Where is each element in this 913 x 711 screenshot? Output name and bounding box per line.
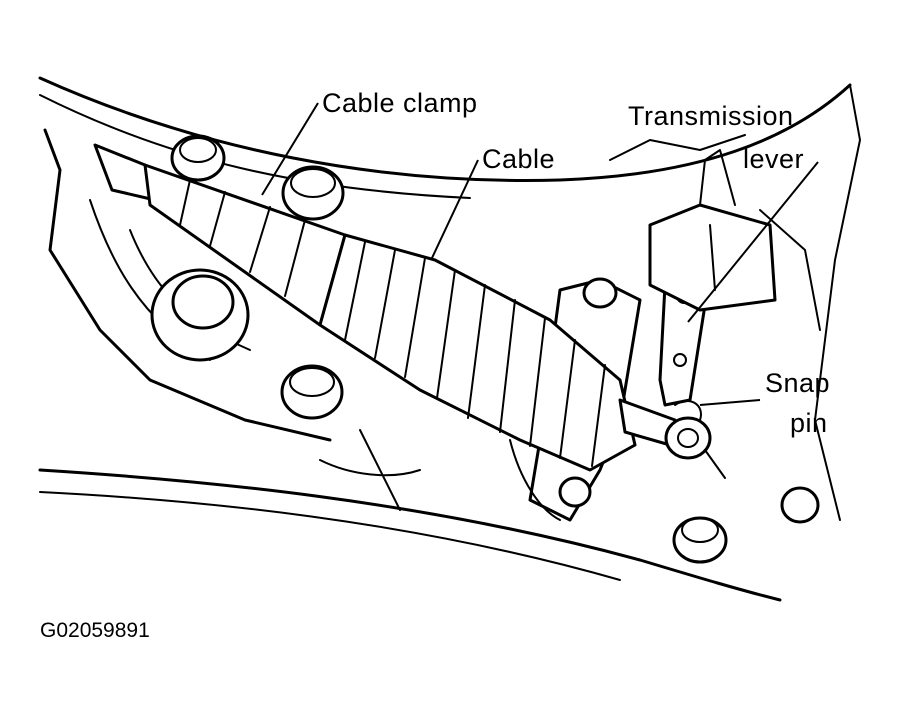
bottom-housing-edge	[38, 468, 782, 602]
label-transmission-lever-line2: lever	[743, 144, 805, 174]
right-housing-detail	[609, 134, 821, 331]
label-snap-pin-line2: pin	[790, 408, 828, 438]
upper-housing-edge	[38, 76, 852, 182]
lever-bracket-detail	[509, 439, 561, 521]
snap-pin	[664, 400, 726, 479]
label-cable: Cable	[482, 144, 556, 174]
bottom-housing-inner	[39, 491, 621, 581]
figure-id: G02059891	[40, 619, 150, 642]
bolt-bracket-bottom	[558, 476, 592, 508]
left-casting-edge	[43, 128, 332, 442]
leader-cable-clamp	[261, 102, 319, 196]
label-cable-clamp: Cable clamp	[322, 88, 478, 118]
upper-housing-inner	[39, 94, 471, 199]
lever-hole-bottom	[673, 353, 687, 367]
cable-boot	[318, 233, 637, 472]
cable-clamp-ribs	[179, 179, 306, 297]
label-transmission-lever-line1: Transmission	[628, 101, 794, 131]
left-casting-detail	[319, 429, 421, 511]
bolt-lower-center	[280, 364, 344, 420]
bolt-lower-right	[672, 516, 728, 564]
leader-transmission-lever	[687, 161, 819, 323]
bolt-top-left	[170, 134, 226, 182]
bolt-bracket-top	[582, 277, 618, 309]
leader-cable	[431, 159, 479, 259]
lever-housing-detail	[699, 149, 736, 291]
bolt-top-center	[281, 165, 345, 221]
leader-snap-pin	[699, 399, 761, 406]
bolt-large-left	[150, 268, 250, 362]
right-housing-edge	[814, 84, 861, 521]
cable-boot-folds	[344, 241, 606, 467]
label-snap-pin-line1: Snap	[765, 368, 831, 398]
bolt-far-right	[780, 486, 820, 524]
